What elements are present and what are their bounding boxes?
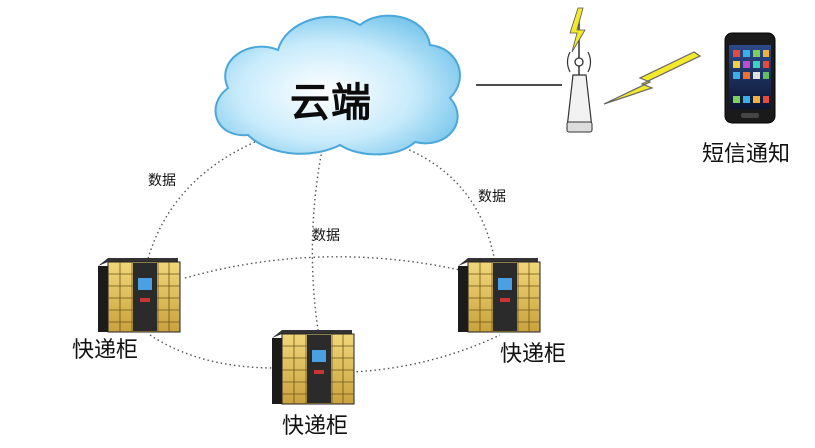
- smartphone-icon: [724, 32, 776, 124]
- locker-icon: [98, 258, 181, 333]
- link-cloud-center-locker: [311, 149, 323, 331]
- cloud-icon: [214, 14, 461, 156]
- phone-label: 短信通知: [702, 142, 791, 167]
- link-cloud-right-locker: [404, 147, 496, 263]
- link-center-right-locker: [351, 334, 501, 373]
- antenna-icon: [566, 7, 593, 133]
- link-left-right-locker: [184, 256, 461, 279]
- cloud-label: 云端: [290, 80, 372, 126]
- link-left-center-locker: [149, 334, 276, 369]
- locker-icon: [272, 330, 355, 405]
- locker-icon: [458, 258, 541, 333]
- data-label-middle: 数据: [312, 228, 340, 244]
- lightning-icon: [603, 51, 702, 105]
- locker-label-left: 快递柜: [72, 338, 139, 363]
- link-cloud-left-locker: [146, 141, 256, 263]
- connection-lines: [146, 141, 501, 373]
- locker-label-right: 快递柜: [500, 342, 567, 367]
- data-label-left: 数据: [148, 173, 176, 189]
- locker-label-center: 快递柜: [282, 414, 349, 439]
- data-label-right: 数据: [478, 189, 506, 205]
